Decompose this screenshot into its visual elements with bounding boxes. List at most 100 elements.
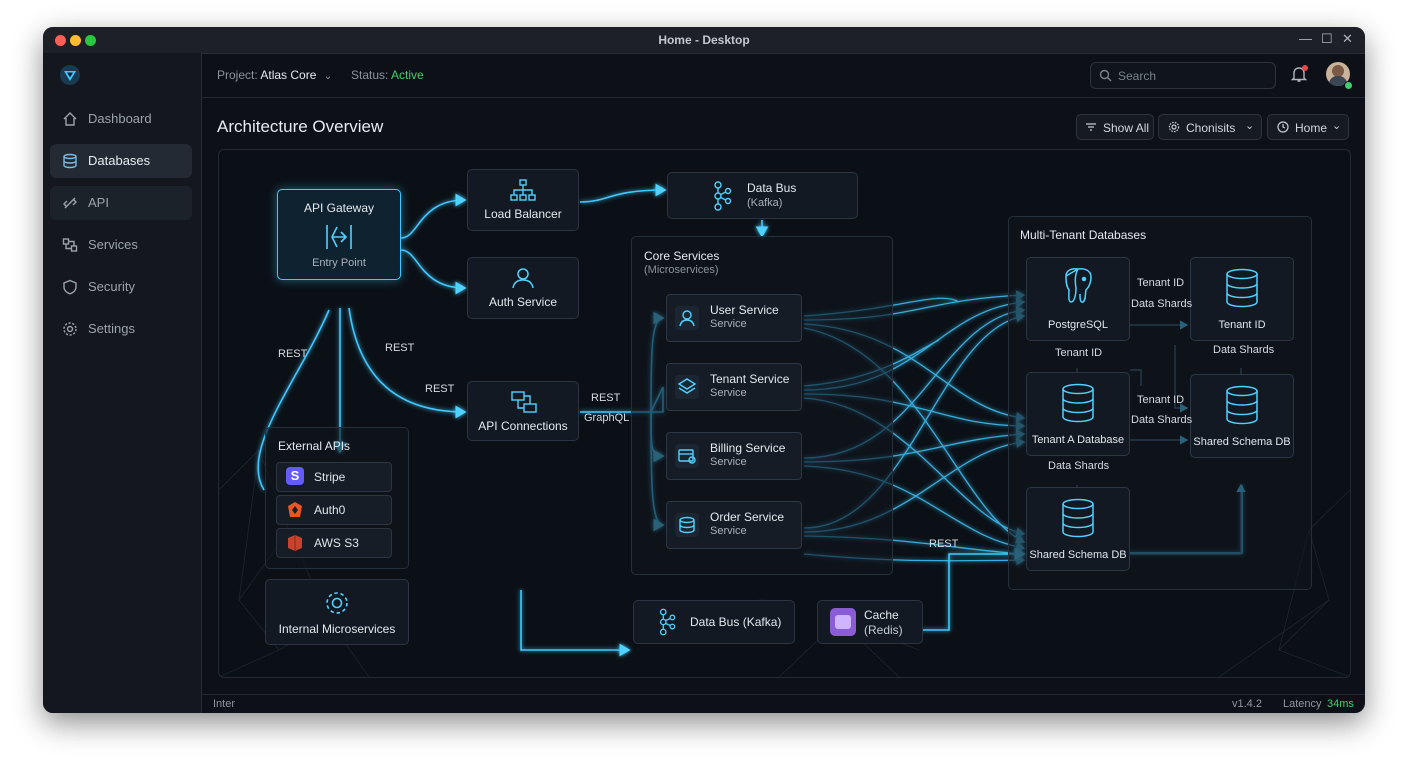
sidebar-item-label: Dashboard xyxy=(88,111,152,126)
service-sub: Service xyxy=(710,387,747,399)
architecture-canvas[interactable]: API Gateway Entry Point Load Balancer Au… xyxy=(218,149,1351,678)
api-icon xyxy=(63,197,77,209)
gear-icon xyxy=(326,592,348,614)
close-icon[interactable]: ✕ xyxy=(1342,31,1353,46)
core-services-title: Core Services xyxy=(644,249,720,263)
sidebar-item-settings[interactable]: Settings xyxy=(50,312,192,346)
show-all-button[interactable]: Show All xyxy=(1076,114,1154,140)
data-bus-title: Data Bus xyxy=(747,181,797,195)
data-bus-bottom-node[interactable]: Data Bus (Kafka) xyxy=(633,600,795,644)
app-logo-icon[interactable] xyxy=(59,64,81,86)
title-bar: Home - Desktop — ☐ ✕ xyxy=(43,27,1365,54)
project-prefix: Project: xyxy=(217,68,258,82)
view-label: Home xyxy=(1295,121,1328,135)
tenant-id-db-node[interactable]: Tenant ID xyxy=(1190,257,1294,341)
sidebar-item-dashboard[interactable]: Dashboard xyxy=(50,102,192,136)
top-bar: Project: Atlas Core ⌄ Status: Active Sea… xyxy=(202,53,1365,98)
auth-service-label: Auth Service xyxy=(488,295,558,309)
api-gateway-node[interactable]: API Gateway Entry Point xyxy=(277,189,401,280)
service-name: Order Service xyxy=(710,510,785,524)
sidebar-item-services[interactable]: Services xyxy=(50,228,192,262)
load-balancer-node[interactable]: Load Balancer xyxy=(467,169,579,231)
latency-value: 34ms xyxy=(1327,698,1354,710)
maximize-icon[interactable]: ☐ xyxy=(1321,31,1333,46)
sidebar-item-security[interactable]: Security xyxy=(50,270,192,304)
project-selector[interactable]: Project: Atlas Core ⌄ xyxy=(217,68,332,82)
order-service-node[interactable]: Order Service Service xyxy=(666,501,802,549)
project-name: Atlas Core xyxy=(260,68,317,82)
edge-label-data-shards: Data Shards xyxy=(1213,344,1275,356)
kafka-icon xyxy=(714,181,732,211)
tenant-service-node[interactable]: Tenant Service Service xyxy=(666,363,802,411)
edge-label-rest: REST xyxy=(591,392,621,404)
api-connections-label: API Connections xyxy=(478,419,568,433)
database-icon xyxy=(1226,268,1258,308)
zoom-window-button[interactable] xyxy=(85,35,96,46)
load-balancer-label: Load Balancer xyxy=(484,207,562,221)
api-connections-node[interactable]: API Connections xyxy=(467,381,579,441)
aws-s3-icon xyxy=(288,535,302,551)
auth-service-node[interactable]: Auth Service xyxy=(467,257,579,319)
filter-label: Chonisits xyxy=(1186,121,1236,135)
clock-icon xyxy=(1277,121,1289,133)
sidebar-item-label: Databases xyxy=(88,153,151,168)
user-icon xyxy=(512,268,534,289)
service-sub: Service xyxy=(710,456,747,468)
external-api-name: Stripe xyxy=(314,470,346,484)
shared-schema-db-label: Shared Schema DB xyxy=(1029,549,1127,561)
page-title: Architecture Overview xyxy=(217,117,384,136)
aws-s3-item[interactable]: AWS S3 xyxy=(276,528,392,558)
minimize-window-button[interactable] xyxy=(70,35,81,46)
shared-schema-db-right-node[interactable]: Shared Schema DB xyxy=(1190,374,1294,458)
edge-label-data-shards: Data Shards xyxy=(1048,460,1110,472)
filter-dropdown[interactable]: Chonisits ⌄ xyxy=(1158,114,1262,140)
sidebar-item-api[interactable]: API xyxy=(50,186,192,220)
view-dropdown[interactable]: Home ⌄ xyxy=(1267,114,1349,140)
external-apis-title: External APIs xyxy=(278,439,351,453)
minimize-icon[interactable]: — xyxy=(1299,31,1312,46)
sidebar-item-databases[interactable]: Databases xyxy=(50,144,192,178)
sidebar: Dashboard Databases API Services Securit… xyxy=(43,53,202,713)
user-service-node[interactable]: User Service Service xyxy=(666,294,802,342)
close-window-button[interactable] xyxy=(55,35,66,46)
bell-icon[interactable] xyxy=(1291,66,1307,83)
stripe-item[interactable]: S Stripe xyxy=(276,462,392,492)
shared-schema-db-bottom-node[interactable]: Shared Schema DB xyxy=(1026,487,1130,571)
postgresql-node[interactable]: PostgreSQL xyxy=(1026,257,1130,341)
service-name: Tenant Service xyxy=(710,372,790,386)
tenant-a-database-node[interactable]: Tenant A Database xyxy=(1026,372,1130,456)
cache-title: Cache xyxy=(864,608,899,622)
gateway-icon xyxy=(326,225,352,249)
shield-icon xyxy=(63,279,77,295)
project-status: Status: Active xyxy=(351,68,424,82)
cache-node[interactable]: Cache (Redis) xyxy=(817,600,923,644)
auth0-item[interactable]: Auth0 xyxy=(276,495,392,525)
service-name: User Service xyxy=(710,303,779,317)
edge-label-rest: REST xyxy=(425,383,455,395)
search-input[interactable]: Search xyxy=(1090,62,1276,89)
postgresql-icon xyxy=(1065,268,1092,303)
api-connections-icon xyxy=(511,391,537,413)
edge-label-graphql: GraphQL xyxy=(584,412,630,424)
user-icon xyxy=(679,310,695,327)
billing-service-node[interactable]: Billing Service Service xyxy=(666,432,802,480)
data-bus-top-node[interactable]: Data Bus (Kafka) xyxy=(667,172,858,219)
edge-label-tenant-id: Tenant ID xyxy=(1137,277,1185,289)
services-icon xyxy=(62,238,78,252)
show-all-label: Show All xyxy=(1103,121,1150,135)
network-icon xyxy=(510,179,536,201)
stripe-icon: S xyxy=(286,467,304,485)
service-name: Billing Service xyxy=(710,441,786,455)
internal-microservices-node[interactable]: Internal Microservices xyxy=(265,579,409,645)
status-badge: Active xyxy=(391,68,424,82)
online-indicator xyxy=(1344,81,1353,90)
edge-label-rest: REST xyxy=(385,342,415,354)
database-icon xyxy=(1226,385,1258,425)
version-label: v1.4.2 xyxy=(1232,698,1262,710)
database-icon xyxy=(1062,498,1094,538)
edge-label-data-shards: Data Shards xyxy=(1131,414,1193,426)
auth0-icon xyxy=(288,502,302,517)
external-apis-group: External APIs S Stripe Auth0 AWS S3 xyxy=(265,427,409,569)
notification-dot xyxy=(1302,65,1308,71)
gear-icon xyxy=(63,322,77,336)
